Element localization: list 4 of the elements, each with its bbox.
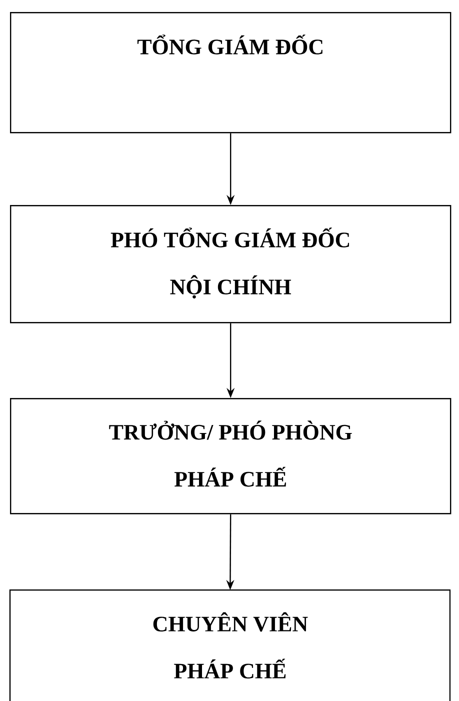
org-box: TỔNG GIÁM ĐỐC bbox=[10, 12, 452, 134]
org-box: PHÓ TỔNG GIÁM ĐỐC NỘI CHÍNH bbox=[10, 205, 452, 324]
org-box: CHUYÊN VIÊN PHÁP CHẾ bbox=[9, 589, 451, 701]
org-box: TRƯỞNG/ PHÓ PHÒNG PHÁP CHẾ bbox=[10, 398, 452, 514]
